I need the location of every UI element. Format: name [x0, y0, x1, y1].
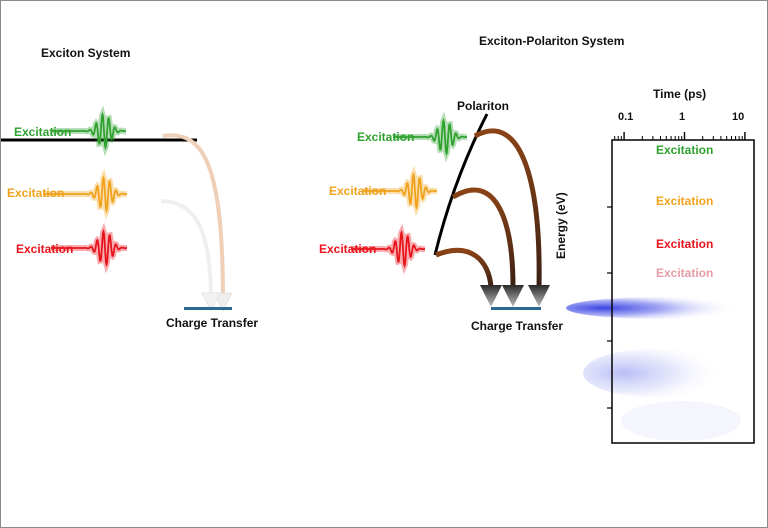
excitation-pulses-middle: [351, 111, 468, 275]
time-tick-label-10: 10: [732, 111, 745, 123]
charge-transfer-arrowhead-mid-1: [528, 285, 550, 307]
charge-transfer-arrow-mid-2: [451, 187, 516, 288]
spectrum-frame: [611, 139, 755, 444]
pulse-left-red: [51, 228, 127, 268]
pulse-mid-red: [351, 229, 425, 269]
charge-transfer-arrow-mid-3: [435, 247, 494, 288]
spectrum-excitation-label-red: Excitation: [656, 237, 714, 251]
exciton-excitation-label-orange: Excitation: [7, 186, 65, 200]
charge-transfer-arrowhead-left-1: [213, 292, 233, 312]
energy-axis-label: Energy (eV): [554, 192, 568, 259]
time-axis-ticks: [614, 132, 746, 140]
charge-transfer-arrowhead-mid-3: [480, 285, 502, 307]
polariton-excitation-label-red: Excitation: [319, 242, 377, 256]
spectrum-band-weak: [583, 349, 723, 397]
charge-transfer-arrow-left-1: [162, 133, 225, 302]
time-tick-label-1: 1: [679, 111, 686, 123]
spectrum-excitation-label-pink: Excitation: [656, 266, 714, 280]
polariton-excitation-label-orange: Excitation: [329, 184, 387, 198]
excitation-pulses-left: [43, 105, 128, 274]
exciton-charge-transfer-label: Charge Transfer: [166, 316, 259, 330]
polariton-branch-curve: [433, 113, 489, 256]
energy-axis-ticks: [607, 206, 612, 409]
polariton-charge-transfer-label: Charge Transfer: [471, 319, 564, 333]
charge-transfer-arrowhead-left-2: [201, 292, 221, 312]
pulse-left-green: [52, 111, 126, 151]
pulse-mid-green: [393, 117, 467, 157]
polariton-branch-label: Polariton: [457, 99, 510, 113]
charge-transfer-arrowhead-mid-2: [502, 285, 524, 307]
charge-transfer-arrow-mid-1: [473, 128, 542, 288]
time-tick-label-0p1: 0.1: [618, 111, 634, 123]
spectrum-excitation-label-orange: Excitation: [656, 194, 714, 208]
spectrum-excitation-label-green: Excitation: [656, 143, 714, 157]
pulse-left-orange: [43, 174, 127, 214]
exciton-system-title: Exciton System: [41, 46, 131, 60]
polariton-system-title: Exciton-Polariton System: [479, 34, 625, 48]
charge-transfer-bar-left: [184, 307, 232, 310]
charge-transfer-arrow-left-2: [160, 199, 213, 302]
exciton-excitation-label-green: Excitation: [14, 125, 72, 139]
exciton-excitation-label-red: Excitation: [16, 242, 74, 256]
spectrum-map: [566, 140, 756, 443]
pulse-mid-orange: [363, 171, 437, 211]
spectrum-band-strong: [566, 297, 756, 319]
time-axis-label: Time (ps): [653, 87, 707, 101]
charge-transfer-bar-mid: [491, 307, 541, 310]
polariton-excitation-label-green: Excitation: [357, 130, 415, 144]
